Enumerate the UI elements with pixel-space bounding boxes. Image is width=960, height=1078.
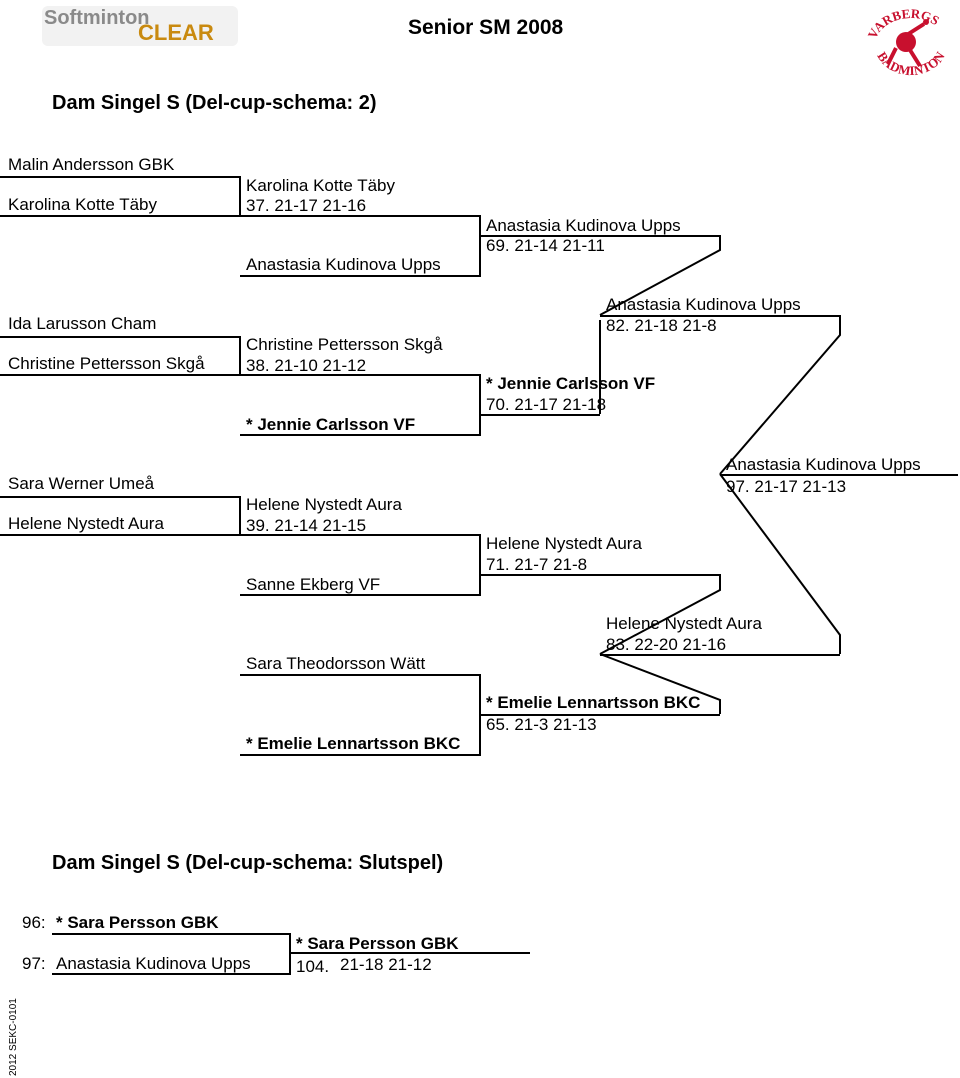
match-result: 65. 21-3 21-13 bbox=[486, 715, 597, 734]
entry-number: 96: bbox=[22, 913, 46, 932]
softminton-logo: Softminton CLEAR bbox=[42, 2, 242, 50]
bracket-line bbox=[240, 534, 480, 536]
match-winner: Christine Pettersson Skgå bbox=[246, 335, 443, 354]
section-title-del-cup-2: Dam Singel S (Del-cup-schema: 2) bbox=[52, 92, 377, 114]
round2-player: * Jennie Carlsson VF bbox=[246, 415, 416, 434]
section-title-slutspel: Dam Singel S (Del-cup-schema: Slutspel) bbox=[52, 852, 444, 874]
club-logo: VARBERGS BADMINTON bbox=[865, 6, 956, 88]
bracket-line bbox=[239, 336, 241, 376]
slutspel-final-score: 21-18 21-12 bbox=[340, 955, 432, 974]
bracket-line bbox=[289, 933, 291, 975]
match-winner: Karolina Kotte Täby bbox=[246, 176, 395, 195]
round1-player: Karolina Kotte Täby bbox=[8, 195, 157, 214]
match-result: 38. 21-10 21-12 bbox=[246, 356, 367, 375]
match-result: 70. 21-17 21-18 bbox=[486, 395, 607, 414]
bracket-line bbox=[240, 374, 480, 376]
bracket-line bbox=[240, 674, 480, 676]
bracket-line bbox=[0, 374, 240, 376]
round2-player: Sara Theodorsson Wätt bbox=[246, 654, 426, 673]
match-result: 82. 21-18 21-8 bbox=[606, 316, 717, 335]
match-result: 71. 21-7 21-8 bbox=[486, 555, 588, 574]
match-winner: Anastasia Kudinova Upps bbox=[486, 216, 681, 235]
bracket-line bbox=[290, 952, 530, 954]
match-winner: Anastasia Kudinova Upps bbox=[606, 295, 801, 314]
match-result: 37. 21-17 21-16 bbox=[246, 196, 367, 215]
page-title: Senior SM 2008 bbox=[408, 16, 564, 39]
logo-text-bottom: CLEAR bbox=[138, 20, 214, 45]
round1-player: Malin Andersson GBK bbox=[8, 155, 175, 174]
bracket-line bbox=[480, 714, 720, 716]
match-winner: Helene Nystedt Aura bbox=[486, 534, 642, 553]
round1-player: Christine Pettersson Skgå bbox=[8, 354, 205, 373]
bracket-line bbox=[0, 534, 240, 536]
bracket-line bbox=[240, 275, 480, 277]
bracket-line bbox=[600, 315, 840, 317]
bracket-line bbox=[240, 594, 480, 596]
match-result: 39. 21-14 21-15 bbox=[246, 516, 367, 535]
bracket-line bbox=[52, 933, 290, 935]
bracket-line bbox=[239, 176, 241, 217]
bracket-line bbox=[52, 973, 290, 975]
match-result: 83. 22-20 21-16 bbox=[606, 635, 727, 654]
bracket-line bbox=[479, 374, 481, 436]
bracket-line bbox=[0, 496, 240, 498]
round1-player: Sara Werner Umeå bbox=[8, 474, 155, 493]
slutspel-final-number: 104. bbox=[296, 957, 330, 976]
bracket-line bbox=[240, 434, 480, 436]
logo-text-top: Softminton bbox=[44, 7, 150, 29]
bracket-line bbox=[0, 336, 240, 338]
bracket-line bbox=[0, 176, 240, 178]
bracket-line bbox=[479, 215, 481, 277]
round1-player: Ida Larusson Cham bbox=[8, 314, 157, 333]
badminton-player-icon bbox=[896, 32, 916, 52]
round2-player: Sanne Ekberg VF bbox=[246, 575, 381, 594]
bracket-line bbox=[720, 474, 958, 476]
bracket-line bbox=[239, 496, 241, 536]
slutspel-player: * Sara Persson GBK bbox=[56, 913, 219, 932]
slutspel-player: Anastasia Kudinova Upps bbox=[56, 954, 251, 973]
match-winner: * Emelie Lennartsson BKC bbox=[486, 693, 701, 712]
bracket-line bbox=[240, 215, 480, 217]
final-winner: Anastasia Kudinova Upps bbox=[726, 455, 921, 474]
bracket-line bbox=[480, 414, 600, 416]
match-result: 69. 21-14 21-11 bbox=[486, 236, 605, 255]
bracket-line bbox=[600, 654, 840, 656]
final-result: 97. 21-17 21-13 bbox=[726, 477, 847, 496]
slutspel-final-winner: * Sara Persson GBK bbox=[296, 934, 459, 953]
bracket-line bbox=[480, 574, 720, 576]
match-winner: * Jennie Carlsson VF bbox=[486, 374, 656, 393]
entry-number: 97: bbox=[22, 954, 46, 973]
round2-player: * Emelie Lennartsson BKC bbox=[246, 734, 461, 753]
round2-player: Anastasia Kudinova Upps bbox=[246, 255, 441, 274]
bracket-line bbox=[479, 534, 481, 596]
match-winner: Helene Nystedt Aura bbox=[606, 614, 762, 633]
round1-player: Helene Nystedt Aura bbox=[8, 514, 164, 533]
footer-code: 2012 SEKC-0101 bbox=[8, 998, 19, 1076]
bracket-line bbox=[240, 754, 480, 756]
match-winner: Helene Nystedt Aura bbox=[246, 495, 402, 514]
bracket-line bbox=[480, 235, 720, 237]
bracket-line bbox=[0, 215, 240, 217]
